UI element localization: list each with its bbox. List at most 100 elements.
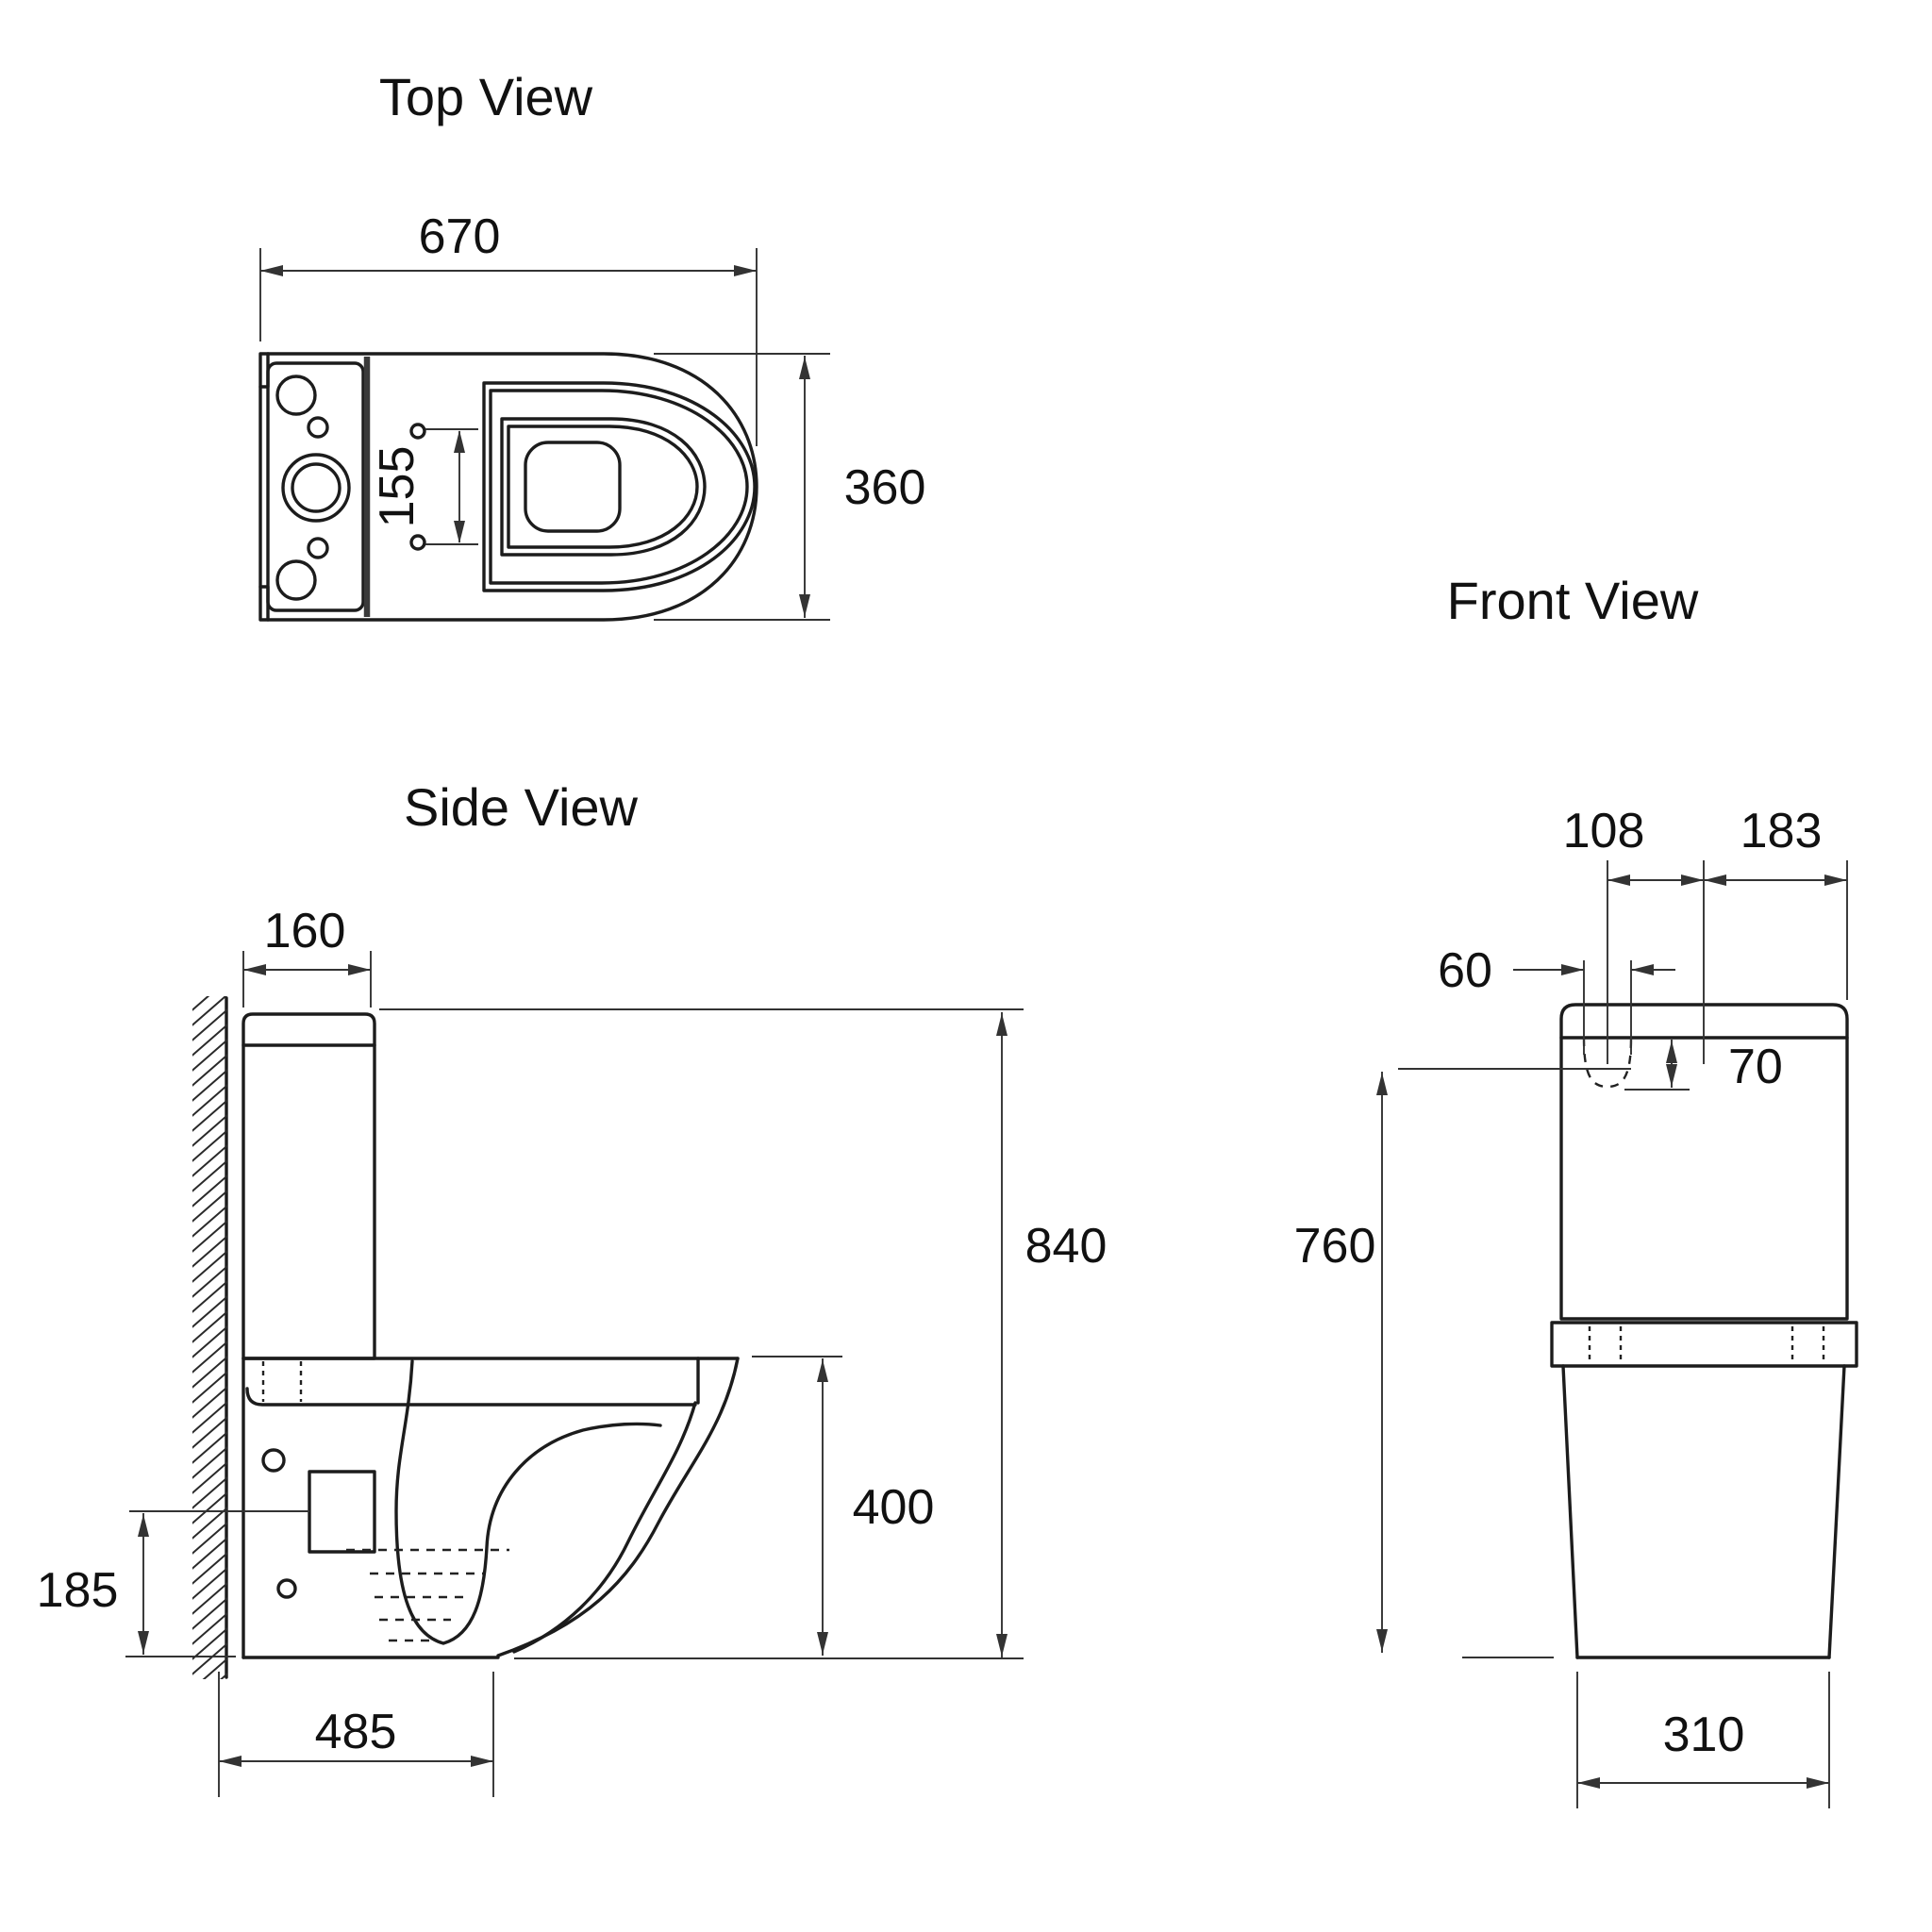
- top-body-outline: [258, 352, 758, 622]
- wall-hatch-line: [192, 1552, 227, 1585]
- wall-hatch-line: [202, 1657, 227, 1679]
- dim-183-label: 183: [1740, 804, 1823, 858]
- arrowhead-icon: [243, 964, 266, 975]
- wall-hatch-line: [192, 1129, 227, 1162]
- wall-hatch-line: [192, 1431, 227, 1464]
- wall-hatch-line: [192, 1386, 227, 1419]
- top-flush-button-inner: [291, 462, 341, 513]
- wall-hatch-line: [192, 1144, 227, 1177]
- top-seat-opening-inner: [507, 425, 699, 549]
- front-inlet-hole-dashed: [1582, 1037, 1633, 1089]
- dim-400-lines: [752, 1356, 842, 1656]
- front-cistern-outline: [1559, 1003, 1849, 1321]
- wall-hatch-line: [192, 1461, 227, 1494]
- wall-hatch-line: [192, 1642, 227, 1675]
- front-pedestal-right: [1827, 1364, 1846, 1659]
- arrowhead-icon: [219, 1756, 242, 1767]
- arrowhead-icon: [260, 265, 283, 276]
- dim-108-label: 108: [1563, 804, 1645, 858]
- front-view: Front View 108 183 60 70 760 310: [1294, 571, 1858, 1808]
- wall-hatch-line: [192, 1416, 227, 1449]
- arrowhead-icon: [1681, 874, 1704, 886]
- dim-670-label: 670: [419, 209, 501, 264]
- side-bowl-front-inner: [512, 1401, 697, 1654]
- wall-hatch-line: [192, 1114, 227, 1147]
- top-flush-button-outer: [281, 453, 351, 523]
- dim-760-label: 760: [1294, 1219, 1376, 1274]
- arrowhead-icon: [1376, 1073, 1388, 1095]
- wall-hatch-line: [192, 1371, 227, 1404]
- arrowhead-icon: [1824, 874, 1847, 886]
- top-water-surface: [524, 441, 622, 533]
- dim-185-label: 185: [37, 1563, 119, 1618]
- dim-310-lines: [1576, 1672, 1830, 1808]
- dim-60-lines: [1513, 960, 1675, 1055]
- front-seat-band: [1550, 1321, 1858, 1368]
- dim-485-lines: [218, 1672, 494, 1797]
- dim-185-lines: [125, 1510, 309, 1657]
- top-view-title: Top View: [379, 67, 593, 126]
- wall-hatch-line: [192, 1612, 227, 1645]
- wall-hatch-line: [192, 1250, 227, 1283]
- top-hinge-hole-upper: [409, 423, 426, 440]
- arrowhead-icon: [138, 1514, 149, 1537]
- dimension-arrowheads: [138, 265, 1847, 1789]
- arrowhead-icon: [734, 265, 757, 276]
- arrowhead-icon: [817, 1359, 828, 1382]
- wall-hatch-line: [192, 1205, 227, 1238]
- top-view: Top View 670 155 360: [258, 67, 926, 622]
- dim-840-label: 840: [1025, 1219, 1108, 1274]
- dim-360-label: 360: [844, 460, 926, 515]
- dim-70-lines: [1624, 1040, 1690, 1091]
- dim-160-label: 160: [264, 904, 346, 958]
- top-seat-opening-outer: [500, 417, 707, 557]
- wall-hatch-line: [192, 1597, 227, 1630]
- wall-hatch-line: [192, 1341, 227, 1374]
- arrowhead-icon: [138, 1631, 149, 1654]
- side-view-title: Side View: [404, 777, 639, 837]
- wall-hatch-line: [192, 1069, 227, 1102]
- wall-hatch-line: [192, 1159, 227, 1192]
- arrowhead-icon: [1376, 1629, 1388, 1652]
- arrowhead-icon: [799, 594, 810, 617]
- arrowhead-icon: [1631, 964, 1654, 975]
- side-water-level-dashes: [346, 1548, 509, 1642]
- dim-108-183-lines: [1607, 860, 1848, 1064]
- side-view: Side View 160 840 400 185: [37, 777, 1108, 1797]
- wall-hatch-line: [192, 1039, 227, 1072]
- dim-310-label: 310: [1663, 1707, 1745, 1762]
- wall-hatch-line: [192, 1265, 227, 1298]
- top-seat-outer-inner-line: [489, 389, 749, 585]
- side-fixing-dashes: [261, 1361, 303, 1402]
- arrowhead-icon: [1704, 874, 1726, 886]
- arrowhead-icon: [454, 521, 465, 543]
- arrowhead-icon: [996, 1013, 1008, 1036]
- wall-hatch-line: [192, 1084, 227, 1117]
- wall-hatch-line: [192, 1295, 227, 1328]
- wall-hatch-line: [192, 1582, 227, 1615]
- top-seat-outer: [482, 381, 757, 592]
- top-cistern-hole-small-upper: [307, 416, 329, 439]
- arrowhead-icon: [996, 1634, 1008, 1657]
- side-bolt-hole-lower: [276, 1578, 297, 1599]
- arrowhead-icon: [1561, 964, 1584, 975]
- dim-485-label: 485: [315, 1705, 397, 1759]
- arrowhead-icon: [348, 964, 371, 975]
- top-cistern-outline: [266, 361, 365, 612]
- wall-hatch-line: [192, 1054, 227, 1087]
- dim-840-lines: [379, 1008, 1024, 1659]
- wall-hatch-line: [192, 1024, 227, 1057]
- wall-hatch-line: [192, 1507, 227, 1540]
- wall-hatch-line: [192, 1446, 227, 1479]
- wall-hatch-line: [192, 996, 227, 1026]
- wall-hatch-line: [192, 1190, 227, 1223]
- dim-155-lines: [425, 428, 478, 545]
- arrowhead-icon: [1666, 1041, 1677, 1063]
- dim-60-label: 60: [1438, 943, 1492, 998]
- dim-155-label: 155: [370, 446, 425, 528]
- wall-hatch-line: [192, 1476, 227, 1509]
- side-bowl-interior: [394, 1359, 662, 1645]
- wall-hatch-line: [192, 1220, 227, 1253]
- wall-hatch-line: [192, 1235, 227, 1268]
